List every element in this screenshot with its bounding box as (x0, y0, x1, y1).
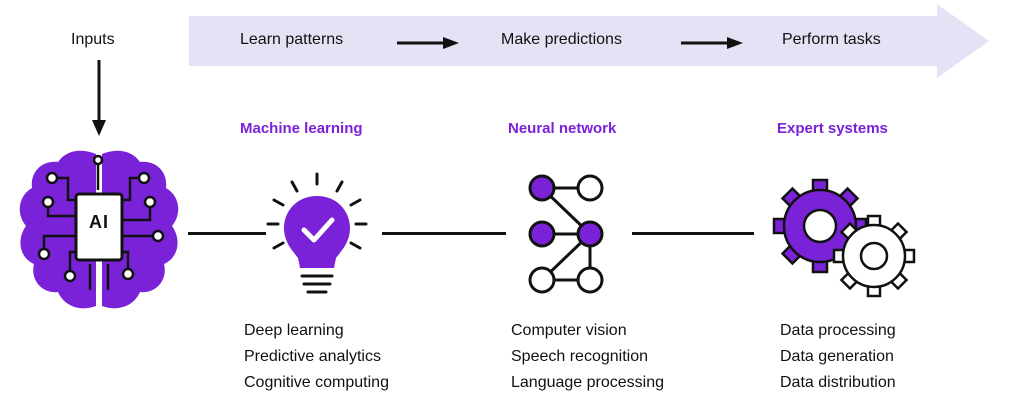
list-item: Speech recognition (511, 348, 648, 365)
lightbulb-check-icon (262, 168, 372, 304)
ai-chip-label: AI (89, 212, 109, 232)
neural-network-icon (520, 168, 632, 300)
arrow-right-icon (681, 37, 743, 49)
section-title-expert-systems: Expert systems (777, 120, 888, 137)
list-item: Data processing (780, 322, 896, 339)
connector-line (632, 232, 754, 235)
arrow-down-icon (92, 60, 106, 136)
list-item: Computer vision (511, 322, 627, 339)
arrow-right-icon (397, 37, 459, 49)
list-item: Data distribution (780, 374, 896, 391)
process-step-make-predictions: Make predictions (501, 31, 622, 48)
inputs-label: Inputs (71, 31, 115, 48)
list-item: Predictive analytics (244, 348, 381, 365)
list-item: Deep learning (244, 322, 344, 339)
list-item: Cognitive computing (244, 374, 389, 391)
section-title-machine-learning: Machine learning (240, 120, 363, 137)
process-step-perform-tasks: Perform tasks (782, 31, 881, 48)
gears-icon (772, 176, 916, 298)
ai-brain-icon: AI (10, 140, 188, 320)
list-item: Language processing (511, 374, 665, 391)
expert-systems-list: Data processing Data generation Data dis… (780, 318, 896, 396)
list-item: Data generation (780, 348, 894, 365)
neural-network-list: Computer vision Speech recognition Langu… (511, 318, 664, 396)
section-title-neural-network: Neural network (508, 120, 617, 137)
process-banner-arrow (189, 4, 989, 78)
machine-learning-list: Deep learning Predictive analytics Cogni… (244, 318, 389, 396)
connector-line (188, 232, 266, 235)
connector-line (382, 232, 506, 235)
process-step-learn-patterns: Learn patterns (240, 31, 344, 48)
